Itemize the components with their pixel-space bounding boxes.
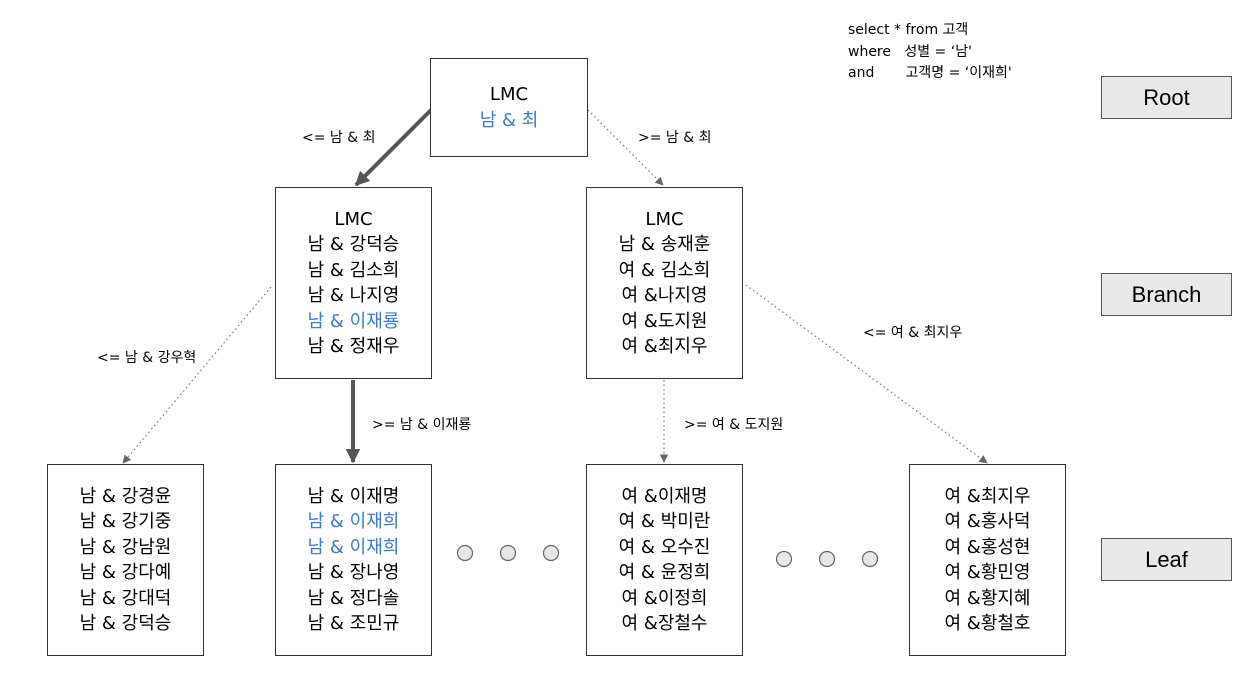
sql-query: select * from 고객 where 성별 = ‘남' and 고객명 … xyxy=(848,20,1012,85)
node-line: 남 & 송재훈 xyxy=(618,234,711,255)
edge-label-root-left: <= 남 & 최 xyxy=(302,130,376,146)
node-line: 남 & 조민규 xyxy=(307,613,400,634)
leaf-node-1: 남 & 강경윤 남 & 강기중 남 & 강남원 남 & 강다예 남 & 강대덕 … xyxy=(47,464,204,656)
edge-label-branch-right-mid: >= 여 & 도지원 xyxy=(684,417,784,433)
ellipsis-dots-right xyxy=(775,550,879,568)
node-line: 남 & 김소희 xyxy=(307,259,400,281)
node-line-highlighted: 남 & 이재희 xyxy=(307,536,400,558)
leaf-node-2: 남 & 이재명 남 & 이재희 남 & 이재희 남 & 장나영 남 & 정다솔 … xyxy=(275,464,432,656)
node-line: 여 &이재명 xyxy=(621,485,708,507)
level-label-root: Root xyxy=(1101,76,1232,119)
edge-root-to-branch-right xyxy=(587,109,664,186)
edge-label-branch-left-left: <= 남 & 강우혁 xyxy=(97,350,197,366)
node-line: 여 &최지우 xyxy=(944,485,1031,507)
node-line-highlighted: 남 & 최 xyxy=(479,109,539,131)
branch-node-left: LMC 남 & 강덕승 남 & 김소희 남 & 나지영 남 & 이재룡 남 & … xyxy=(275,187,432,379)
node-line: 여 &황지혜 xyxy=(944,587,1031,609)
node-line: 남 & 강덕승 xyxy=(307,234,400,255)
node-line-highlighted: 남 & 이재룡 xyxy=(307,310,400,332)
leaf-node-3: 여 &이재명 여 & 박미란 여 & 오수진 여 & 윤정희 여 &이정희 여 … xyxy=(586,464,743,656)
leaf-node-4: 여 &최지우 여 &홍사덕 여 &홍성현 여 &황민영 여 &황지혜 여 &황철… xyxy=(909,464,1066,656)
node-line: 여 & 박미란 xyxy=(618,511,711,532)
edge-label-branch-right-right: <= 여 & 최지우 xyxy=(863,325,963,341)
node-line: 여 & 오수진 xyxy=(618,536,711,558)
query-line: where 성별 = ‘남' xyxy=(848,43,972,60)
edge-label-branch-left-right: >= 남 & 이재룡 xyxy=(372,417,472,433)
node-line: LMC xyxy=(645,208,684,230)
node-line: 남 & 나지영 xyxy=(307,285,400,306)
edge-branch-left-to-leaf-1 xyxy=(122,286,272,464)
node-line: 남 & 이재명 xyxy=(307,485,400,507)
node-line: 남 & 강남원 xyxy=(79,536,172,558)
node-line: 남 & 장나영 xyxy=(307,562,400,583)
node-line: 남 & 정재우 xyxy=(307,336,400,357)
edge-root-to-branch-left xyxy=(354,108,433,187)
query-line: select * from 고객 xyxy=(848,22,969,38)
branch-node-right: LMC 남 & 송재훈 여 & 김소희 여 &나지영 여 &도지원 여 &최지우 xyxy=(586,187,743,379)
node-line: LMC xyxy=(489,84,529,105)
node-line: 남 & 강대덕 xyxy=(79,587,172,609)
query-line: and 고객명 = ‘이재희' xyxy=(848,65,1012,81)
edge-branch-right-to-leaf-4 xyxy=(745,284,988,464)
node-line: 여 &도지원 xyxy=(621,310,708,332)
node-line: 여 &황민영 xyxy=(944,562,1031,583)
node-line-highlighted: 남 & 이재희 xyxy=(307,511,400,532)
node-line: 여 & 윤정희 xyxy=(618,562,711,583)
level-label-branch: Branch xyxy=(1101,273,1232,316)
node-line: 여 &나지영 xyxy=(621,285,708,306)
node-line: 남 & 정다솔 xyxy=(307,587,400,609)
edge-label-root-right: >= 남 & 최 xyxy=(638,130,712,146)
node-line: 남 & 강기중 xyxy=(79,511,172,532)
node-line: 여 &장철수 xyxy=(621,613,708,634)
node-line: 여 &황철호 xyxy=(944,613,1031,634)
node-line: 여 &홍성현 xyxy=(944,536,1031,558)
node-line: 여 &최지우 xyxy=(621,336,708,357)
level-label-leaf: Leaf xyxy=(1101,538,1232,581)
node-line: 남 & 강다예 xyxy=(79,562,172,583)
node-line: 여 & 김소희 xyxy=(618,259,711,281)
node-line: 남 & 강경윤 xyxy=(79,485,172,507)
root-node: LMC 남 & 최 xyxy=(430,58,588,157)
node-line: LMC xyxy=(334,208,373,230)
ellipsis-dots-left xyxy=(456,544,560,562)
node-line: 여 &홍사덕 xyxy=(944,511,1031,532)
node-line: 남 & 강덕승 xyxy=(79,613,172,634)
node-line: 여 &이정희 xyxy=(621,587,708,609)
